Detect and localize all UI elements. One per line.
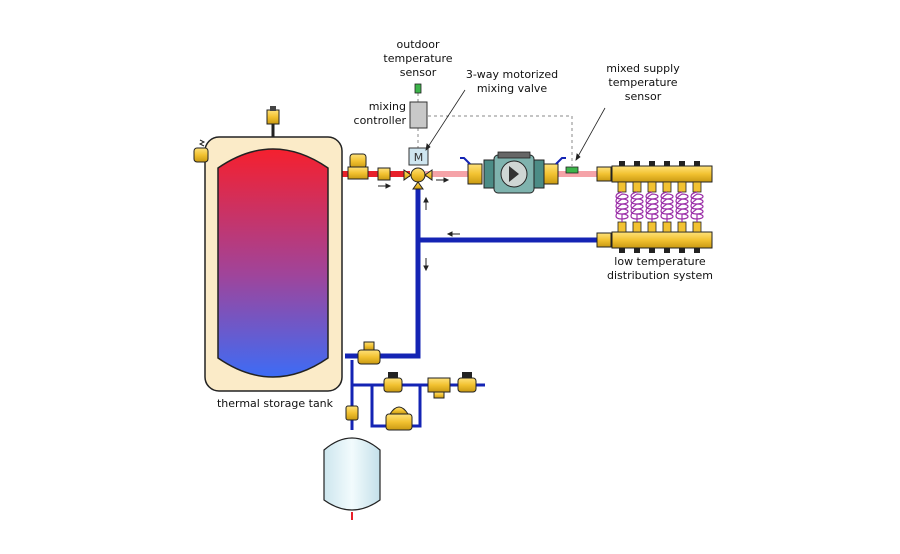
radiant-loop bbox=[690, 191, 704, 222]
fill-valve-icon bbox=[457, 372, 477, 393]
radiant-loop bbox=[645, 191, 659, 222]
mixing-valve-label: 3-way motorized mixing valve bbox=[454, 68, 570, 96]
label-line: mixed supply bbox=[606, 62, 680, 75]
mixing-valve-motor: M bbox=[408, 147, 429, 166]
supply-port bbox=[617, 181, 627, 193]
mixing-valve-icon bbox=[403, 167, 433, 190]
return-port bbox=[647, 221, 657, 233]
label-line: sensor bbox=[399, 66, 437, 79]
supply-cap bbox=[694, 161, 700, 166]
return-pipe bbox=[345, 188, 600, 359]
return-cap bbox=[634, 248, 640, 253]
return-cap bbox=[649, 248, 655, 253]
supply-cap bbox=[679, 161, 685, 166]
expansion-tank-icon bbox=[323, 437, 381, 520]
return-cap bbox=[664, 248, 670, 253]
label-line: controller bbox=[353, 114, 406, 127]
label-line: outdoor bbox=[396, 38, 440, 51]
label-line: 3-way motorized bbox=[465, 68, 559, 81]
supply-cap bbox=[634, 161, 640, 166]
supply-port bbox=[692, 181, 702, 193]
tank-fitting-icon bbox=[347, 153, 391, 181]
supply-port bbox=[632, 181, 642, 193]
return-port bbox=[632, 221, 642, 233]
thermal-storage-tank bbox=[204, 136, 343, 392]
label-line: temperature bbox=[608, 76, 678, 89]
air-vent-icon bbox=[266, 106, 280, 125]
return-fitting-icon bbox=[357, 341, 381, 365]
pump-icon bbox=[460, 151, 566, 194]
return-cap bbox=[694, 248, 700, 253]
label-line: distribution system bbox=[607, 269, 713, 282]
isolation-valve-icon bbox=[383, 372, 403, 393]
supply-cap bbox=[649, 161, 655, 166]
return-port bbox=[692, 221, 702, 233]
tank-label: thermal storage tank bbox=[205, 397, 345, 411]
supply-cap bbox=[619, 161, 625, 166]
outdoor-sensor-icon bbox=[414, 83, 422, 94]
return-port bbox=[677, 221, 687, 233]
label-line: sensor bbox=[624, 90, 662, 103]
supply-cap bbox=[664, 161, 670, 166]
supply-port bbox=[677, 181, 687, 193]
mixed-supply-sensor-icon bbox=[565, 166, 579, 174]
return-port bbox=[617, 221, 627, 233]
radiant-loop bbox=[675, 191, 689, 222]
radiant-loop bbox=[660, 191, 674, 222]
return-cap bbox=[619, 248, 625, 253]
relief-valve-icon bbox=[193, 139, 209, 163]
distribution-system-label: low temperature distribution system bbox=[598, 255, 722, 283]
mixing-controller-label: mixing controller bbox=[340, 100, 406, 128]
supply-port bbox=[647, 181, 657, 193]
supply-port bbox=[662, 181, 672, 193]
motor-letter: M bbox=[414, 151, 424, 164]
label-line: low temperature bbox=[614, 255, 706, 268]
mixed-supply-sensor-label: mixed supply temperature sensor bbox=[596, 62, 690, 104]
return-manifold-icon bbox=[596, 221, 713, 253]
label-line: temperature bbox=[383, 52, 453, 65]
label-line: mixing valve bbox=[476, 82, 548, 95]
outdoor-temperature-sensor-label: outdoor temperature sensor bbox=[376, 38, 460, 80]
label-line: thermal storage tank bbox=[216, 397, 334, 410]
flow-arrows bbox=[378, 177, 460, 272]
fill-piping bbox=[350, 360, 485, 430]
expansion-valve-icon bbox=[345, 405, 359, 421]
radiant-loops bbox=[615, 191, 704, 222]
radiant-loop bbox=[630, 191, 644, 222]
return-cap bbox=[679, 248, 685, 253]
radiant-loop bbox=[615, 191, 629, 222]
label-leaders bbox=[425, 89, 606, 161]
mixing-controller bbox=[409, 101, 428, 129]
backflow-preventer-icon bbox=[427, 377, 451, 399]
control-wiring bbox=[417, 93, 573, 166]
label-line: mixing bbox=[368, 100, 406, 113]
return-port bbox=[662, 221, 672, 233]
supply-manifold-icon bbox=[596, 161, 713, 193]
pressure-reducing-valve-icon bbox=[385, 406, 413, 431]
